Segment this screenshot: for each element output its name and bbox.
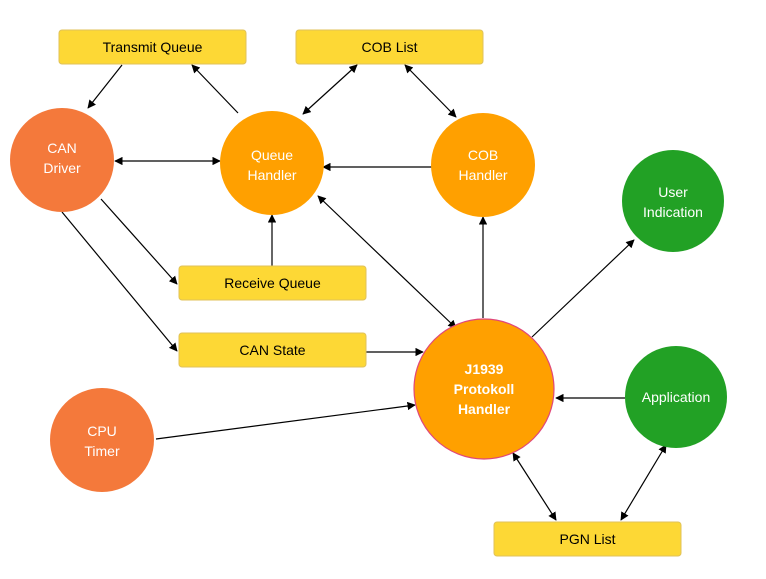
node-cpu-timer-line-1: CPU xyxy=(87,423,117,439)
node-can-driver-line-2: Driver xyxy=(43,160,81,176)
node-j1939-protokoll-handler: J1939 Protokoll Handler xyxy=(413,318,555,460)
node-can-driver-line-1: CAN xyxy=(47,140,77,156)
box-transmit-queue: Transmit Queue xyxy=(58,29,247,65)
box-cob-list-label: COB List xyxy=(361,39,417,55)
edge-j1939-pgn-list xyxy=(512,452,557,521)
edges xyxy=(61,64,667,521)
node-cob-handler: COB Handler xyxy=(431,113,535,217)
node-cpu-timer-line-2: Timer xyxy=(84,443,120,459)
box-cob-list: COB List xyxy=(295,29,484,65)
box-can-state-label: CAN State xyxy=(239,342,305,358)
node-queue-handler: Queue Handler xyxy=(220,111,324,215)
node-user-indication-line-2: Indication xyxy=(643,204,703,220)
edge-can-driver-to-receive-queue xyxy=(100,198,178,285)
box-pgn-list: PGN List xyxy=(493,521,682,557)
box-can-state: CAN State xyxy=(178,332,367,368)
edge-pgn-list-application xyxy=(620,444,667,521)
edge-queue-handler-j1939 xyxy=(317,195,457,329)
node-application: Application xyxy=(625,346,727,448)
edge-queue-handler-to-transmit-queue xyxy=(191,64,239,114)
node-user-indication: User Indication xyxy=(622,150,724,252)
node-application-label: Application xyxy=(642,389,711,405)
box-transmit-queue-label: Transmit Queue xyxy=(103,39,203,55)
node-j1939-line-3: Handler xyxy=(458,401,511,417)
edge-cob-list-cob-handler xyxy=(404,64,457,118)
node-queue-handler-line-2: Handler xyxy=(247,167,296,183)
edge-j1939-to-user-indication xyxy=(531,239,635,338)
process-nodes: CAN Driver Queue Handler COB Handler Use… xyxy=(10,108,727,492)
node-cpu-timer: CPU Timer xyxy=(50,388,154,492)
data-boxes: Transmit Queue COB List Receive Queue CA… xyxy=(58,29,682,557)
edge-can-driver-to-can-state xyxy=(61,211,178,352)
edge-queue-handler-cob-list xyxy=(302,64,358,115)
node-cob-handler-line-1: COB xyxy=(468,147,498,163)
box-pgn-list-label: PGN List xyxy=(559,531,615,547)
edge-cpu-timer-to-j1939 xyxy=(155,401,416,440)
node-can-driver: CAN Driver xyxy=(10,108,114,212)
box-receive-queue-label: Receive Queue xyxy=(224,275,321,291)
node-queue-handler-line-1: Queue xyxy=(251,147,293,163)
node-j1939-line-2: Protokoll xyxy=(454,381,515,397)
box-receive-queue: Receive Queue xyxy=(178,265,367,301)
node-cob-handler-line-2: Handler xyxy=(458,167,507,183)
node-j1939-line-1: J1939 xyxy=(465,361,504,377)
edge-transmit-queue-to-can-driver xyxy=(87,64,123,109)
node-user-indication-line-1: User xyxy=(658,184,688,200)
